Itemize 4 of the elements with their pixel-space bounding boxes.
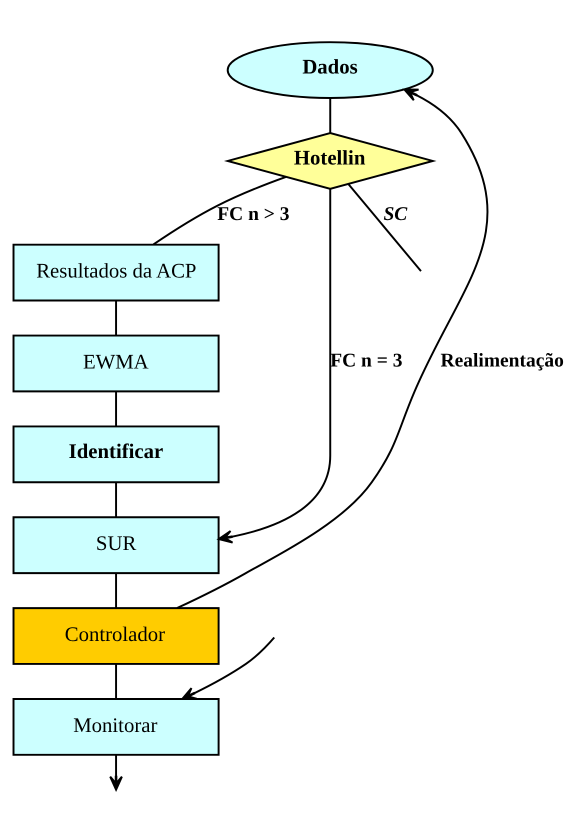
edge-label: Realimentação: [440, 350, 564, 372]
edge-label: SC: [383, 204, 408, 226]
edge-label: FC n = 3: [330, 350, 402, 372]
edge-label: FC n > 3: [217, 204, 290, 226]
